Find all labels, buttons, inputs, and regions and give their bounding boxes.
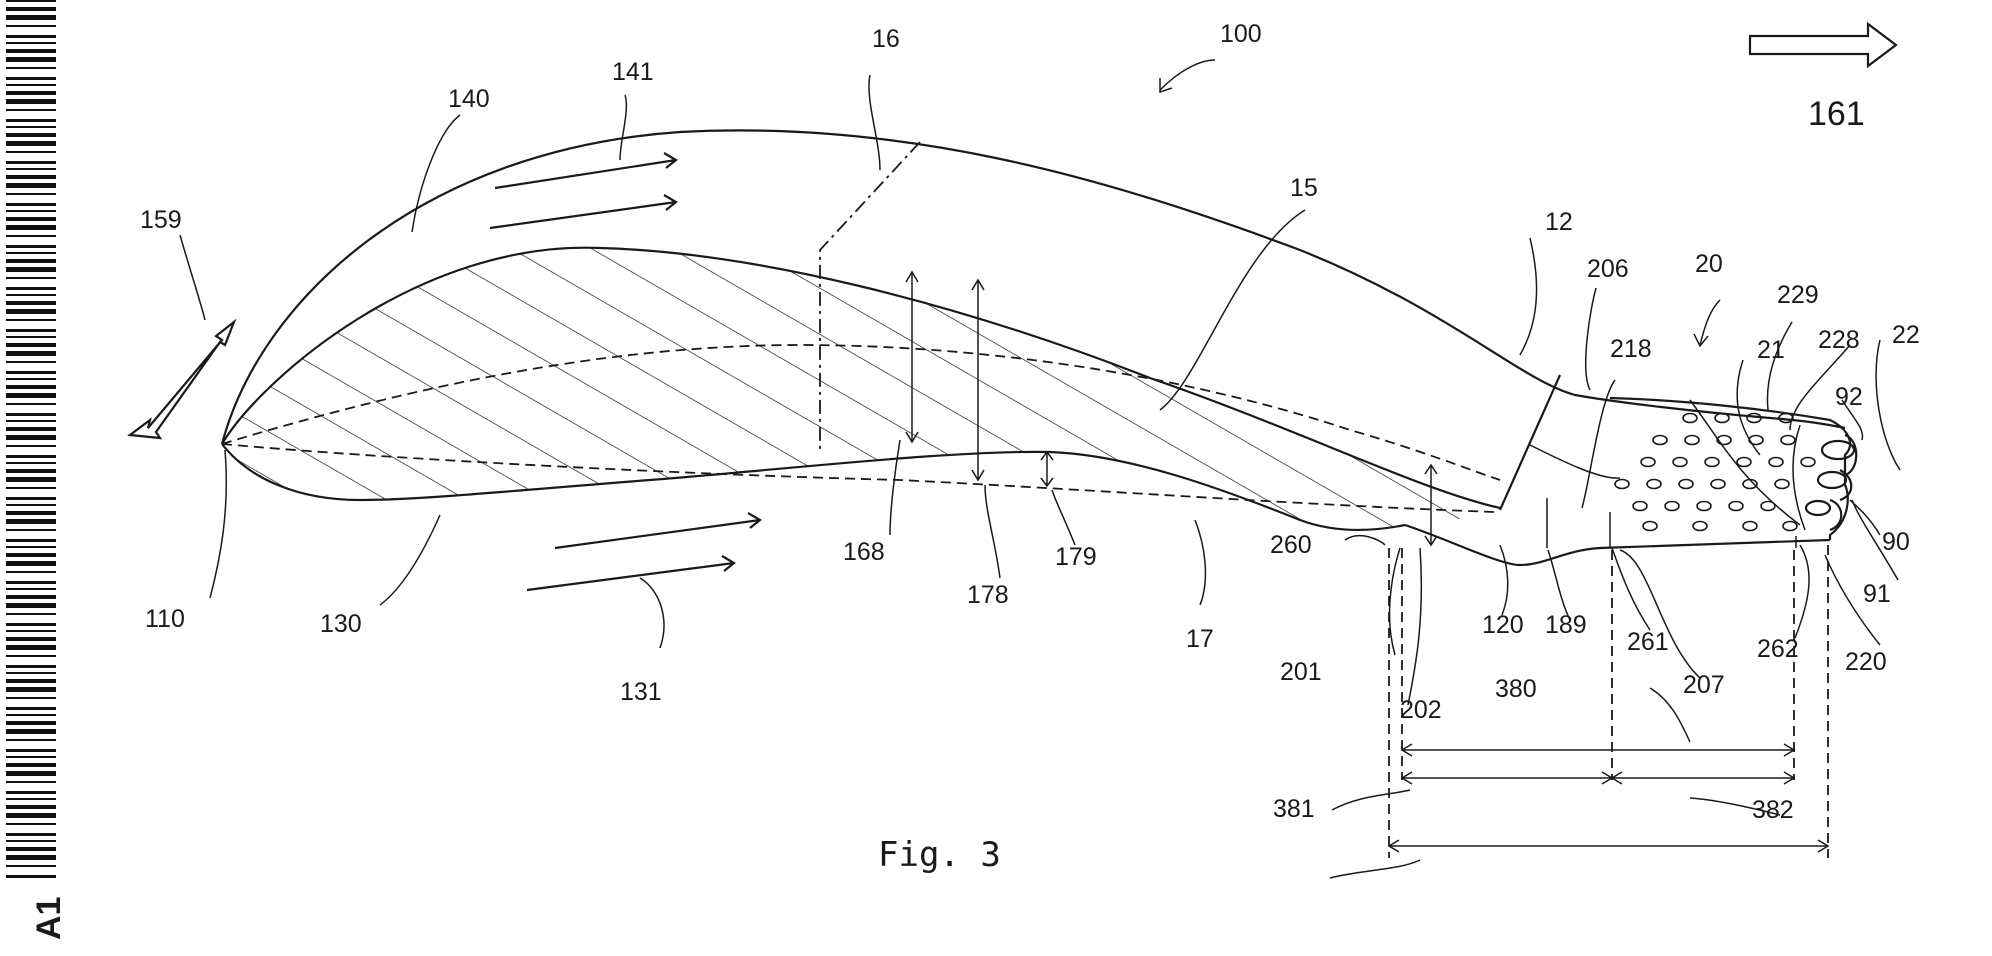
arrow-131-lower <box>527 556 734 590</box>
tip-91 <box>1806 501 1830 515</box>
label-228: 228 <box>1818 326 1860 354</box>
label-382: 382 <box>1752 796 1794 824</box>
cooling-hole <box>1783 522 1797 531</box>
label-92: 92 <box>1835 383 1863 411</box>
label-140: 140 <box>448 85 490 113</box>
cooling-hole <box>1711 480 1725 489</box>
cooling-hole <box>1615 480 1629 489</box>
label-201: 201 <box>1280 658 1322 686</box>
cooling-hole <box>1775 480 1789 489</box>
dimension-381 <box>1402 772 1612 784</box>
camber-arrow-179 <box>1041 452 1053 486</box>
cooling-hole <box>1633 502 1647 511</box>
arrow-131-upper <box>555 513 760 548</box>
label-141: 141 <box>612 58 654 86</box>
arrow-161 <box>1750 24 1896 66</box>
margin-kind-code: A1 <box>30 897 68 940</box>
trailing-edge-insert <box>1610 398 1856 548</box>
insert-outline <box>1610 398 1850 540</box>
label-15: 15 <box>1290 174 1318 202</box>
label-178: 178 <box>967 581 1009 609</box>
label-120: 120 <box>1482 611 1524 639</box>
cooling-hole <box>1673 458 1687 467</box>
label-229: 229 <box>1777 281 1819 309</box>
cooling-hole <box>1647 480 1661 489</box>
trailing-edge-lower <box>1405 525 1830 565</box>
airfoil <box>222 130 1845 565</box>
label-168: 168 <box>843 538 885 566</box>
label-91: 91 <box>1863 580 1891 608</box>
cooling-hole <box>1705 458 1719 467</box>
label-130: 130 <box>320 610 362 638</box>
cooling-hole <box>1761 502 1775 511</box>
label-131: 131 <box>620 678 662 706</box>
panel-line-15 <box>1530 445 1620 478</box>
label-20: 20 <box>1695 250 1723 278</box>
label-189: 189 <box>1545 611 1587 639</box>
cooling-hole <box>1743 522 1757 531</box>
cooling-hole <box>1801 458 1815 467</box>
label-16: 16 <box>872 25 900 53</box>
cooling-hole <box>1679 480 1693 489</box>
label-260: 260 <box>1270 531 1312 559</box>
panel-boundary-12 <box>1500 375 1560 510</box>
label-22: 22 <box>1892 321 1920 349</box>
cooling-hole <box>1643 522 1657 531</box>
cooling-hole <box>1781 436 1795 445</box>
label-12: 12 <box>1545 208 1573 236</box>
label-206: 206 <box>1587 255 1629 283</box>
cooling-hole <box>1729 502 1743 511</box>
dimension-overall <box>1389 840 1828 852</box>
label-202: 202 <box>1400 696 1442 724</box>
label-261: 261 <box>1627 628 1669 656</box>
cooling-hole <box>1769 458 1783 467</box>
arrow-159 <box>130 322 234 438</box>
cooling-hole <box>1715 414 1729 423</box>
label-90: 90 <box>1882 528 1910 556</box>
cooling-hole <box>1697 502 1711 511</box>
cooling-hole <box>1665 502 1679 511</box>
tip-90 <box>1818 472 1846 488</box>
arrow-100 <box>1160 60 1215 92</box>
label-161: 161 <box>1808 95 1865 133</box>
cooling-hole <box>1685 436 1699 445</box>
label-179: 179 <box>1055 543 1097 571</box>
label-381: 381 <box>1273 795 1315 823</box>
label-218: 218 <box>1610 335 1652 363</box>
label-220: 220 <box>1845 648 1887 676</box>
label-100: 100 <box>1220 20 1262 48</box>
figure-caption: Fig. 3 <box>878 835 1001 875</box>
label-159: 159 <box>140 206 182 234</box>
label-380: 380 <box>1495 675 1537 703</box>
cooling-hole <box>1683 414 1697 423</box>
section-hatch-area <box>222 248 1500 530</box>
dimension-382 <box>1612 772 1794 784</box>
cooling-hole <box>1653 436 1667 445</box>
arrow-141-lower <box>490 195 676 228</box>
label-17: 17 <box>1186 625 1214 653</box>
cooling-hole <box>1641 458 1655 467</box>
cooling-hole <box>1693 522 1707 531</box>
label-262: 262 <box>1757 635 1799 663</box>
arrow-20 <box>1694 300 1720 346</box>
cooling-hole <box>1737 458 1751 467</box>
dimension-380 <box>1402 744 1794 756</box>
arrow-141-upper <box>495 153 676 188</box>
barcode <box>0 0 66 880</box>
label-21: 21 <box>1757 336 1785 364</box>
label-207: 207 <box>1683 671 1725 699</box>
label-110: 110 <box>145 605 185 633</box>
